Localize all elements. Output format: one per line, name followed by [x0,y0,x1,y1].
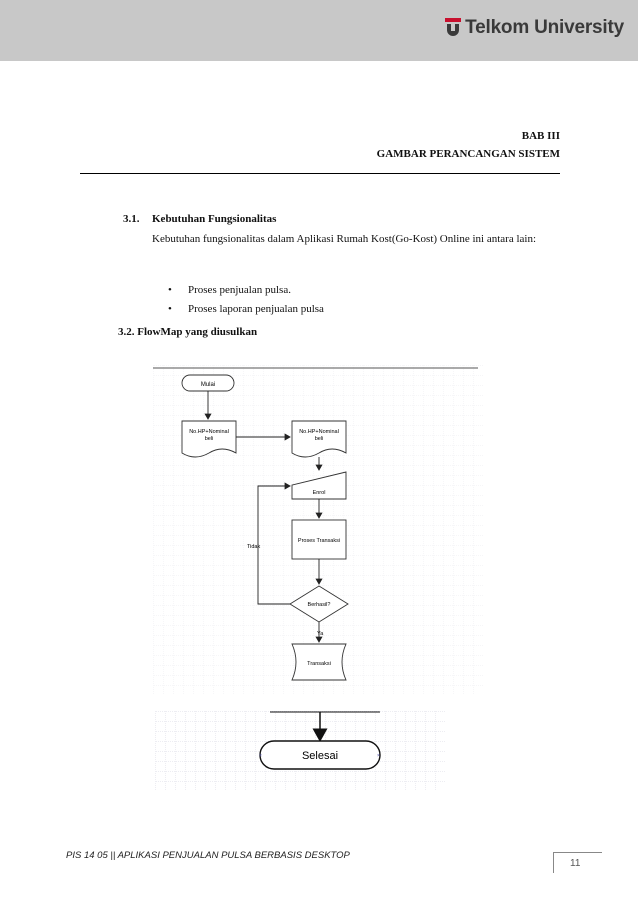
section-1-title: Kebutuhan Fungsionalitas [152,213,277,225]
svg-text:Proses Transaksi: Proses Transaksi [298,538,340,544]
svg-text:beli: beli [205,436,214,442]
section-2-heading: 3.2. FlowMap yang diusulkan [118,326,258,338]
svg-text:Transaksi: Transaksi [307,661,331,667]
flowmap-diagram: Mulai No.HP+Nominal beli No.HP+Nominal b… [153,365,483,695]
input-document-left: No.HP+Nominal beli [181,420,237,458]
telkom-university-logo: Telkom University [445,17,624,39]
telkom-logo-icon [445,18,462,36]
chapter-rule [80,173,560,174]
process-box: Proses Transaksi [291,519,347,560]
section-1-body: Kebutuhan fungsionalitas dalam Aplikasi … [152,233,537,245]
chapter-number: BAB III [521,130,560,142]
page-number-box [553,852,602,873]
list-item: Proses penjualan pulsa. [168,281,324,300]
transaction-document: Transaksi [291,643,347,681]
yes-branch-label: Ya [317,631,324,637]
chapter-title: GAMBAR PERANCANGAN SISTEM [376,148,560,160]
svg-text:Berhasil?: Berhasil? [308,602,331,608]
section-1-heading: 3.1. Kebutuhan Fungsionalitas [123,213,276,225]
list-item: Proses laporan penjualan pulsa [168,300,324,319]
no-branch-label: Tidak [247,544,260,550]
manual-input-shape: Enrol [291,471,347,500]
input-document-right: No.HP+Nominal beli [291,420,347,458]
section-1-number: 3.1. [123,213,140,225]
end-label: Selesai [302,750,338,762]
footer-title: PIS 14 05 || APLIKASI PENJUALAN PULSA BE… [66,850,350,861]
brand-name: Telkom University [465,17,624,38]
header-band [0,0,638,61]
flowmap-end-fragment: Selesai × × [155,711,445,791]
svg-text:×: × [377,753,380,759]
start-label: Mulai [201,382,215,388]
svg-text:×: × [259,753,262,759]
svg-text:beli: beli [315,436,324,442]
end-terminator: Selesai [259,740,381,770]
svg-text:No.HP+Nominal: No.HP+Nominal [189,429,229,435]
chapter-heading: BAB III GAMBAR PERANCANGAN SISTEM [377,127,560,163]
svg-text:No.HP+Nominal: No.HP+Nominal [299,429,339,435]
page-number: 11 [570,858,581,869]
requirements-list: Proses penjualan pulsa. Proses laporan p… [168,281,324,319]
svg-text:Enrol: Enrol [313,490,326,496]
start-terminator: Mulai [181,374,235,392]
